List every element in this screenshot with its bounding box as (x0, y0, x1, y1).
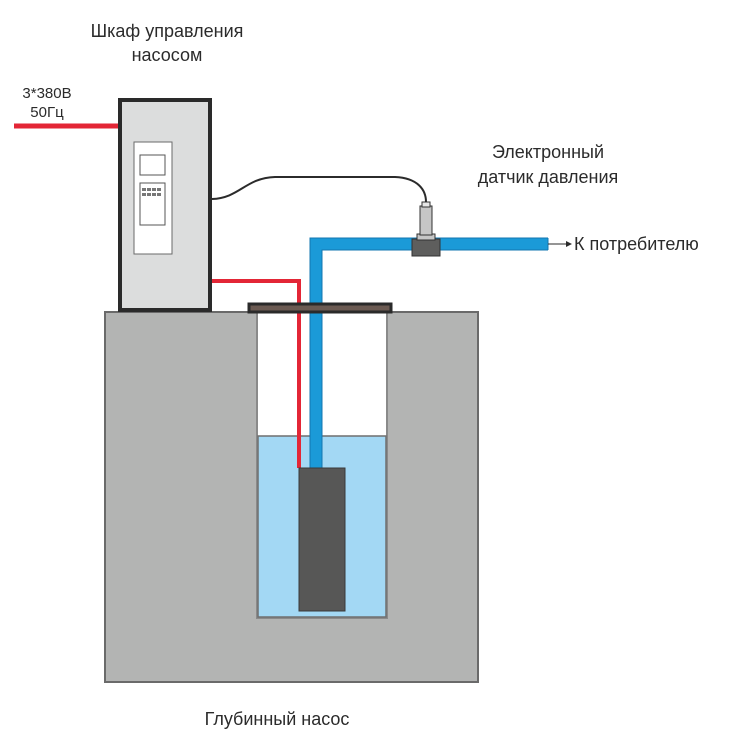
keypad-buttons (142, 188, 161, 196)
controller-display (139, 154, 166, 176)
power-label-line2: 50Гц (30, 104, 64, 121)
power-label-line1: 3*380В (22, 85, 71, 102)
sensor-label-line2: датчик давления (478, 167, 619, 187)
pump-power-cable (212, 279, 301, 468)
well-cap (247, 302, 393, 314)
pressure-sensor (419, 205, 433, 236)
outlet-arrow-icon (566, 241, 572, 247)
cabinet-label-line1: Шкаф управления (91, 21, 244, 41)
water-pipe (310, 238, 548, 468)
sensor-signal-cable (211, 176, 427, 203)
submersible-pump (298, 467, 346, 612)
pump-label: Глубинный насос (205, 709, 350, 729)
cabinet-label-line2: насосом (132, 45, 203, 65)
sensor-tee (411, 238, 441, 257)
sensor-label-line1: Электронный (492, 142, 604, 162)
sensor-cap (421, 201, 431, 208)
consumer-label: К потребителю (574, 234, 699, 254)
